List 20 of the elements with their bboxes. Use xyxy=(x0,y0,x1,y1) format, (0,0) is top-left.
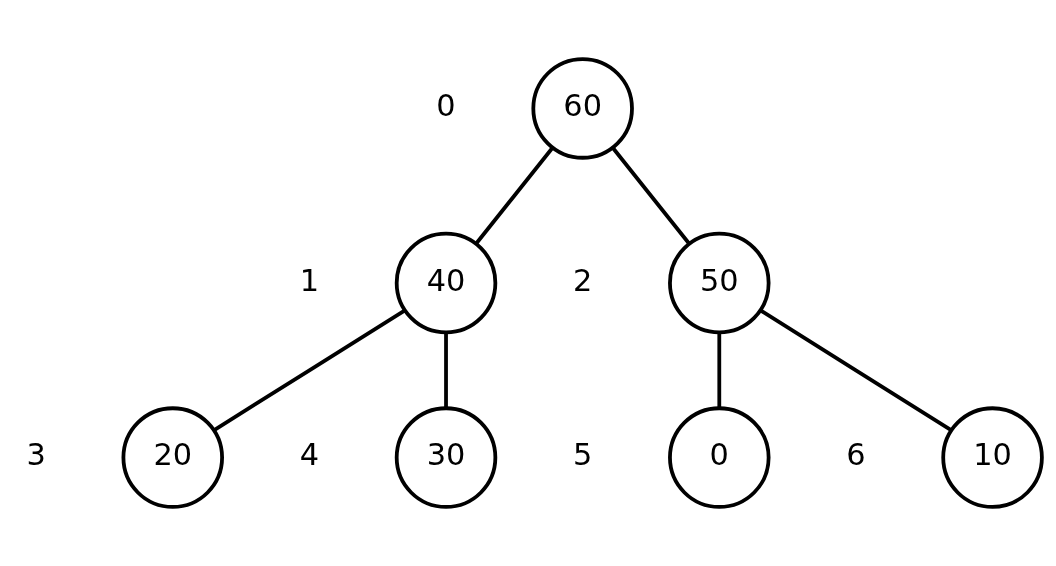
node-circle: 50 xyxy=(668,231,771,335)
connector xyxy=(717,332,722,409)
node-label: 4 xyxy=(299,437,320,473)
node-label: 3 xyxy=(26,437,46,473)
node-circle: 10 xyxy=(941,406,1044,509)
connector xyxy=(759,308,953,432)
node-label: 1 xyxy=(299,262,320,298)
node-label: 0 xyxy=(436,88,456,123)
node-circle: 30 xyxy=(394,406,498,509)
node-circle: 40 xyxy=(394,231,498,335)
node-circle: 20 xyxy=(121,406,224,509)
node-circle: 0 xyxy=(668,406,771,509)
connector xyxy=(474,146,554,245)
node-label: 2 xyxy=(572,262,593,298)
node-label: 6 xyxy=(846,437,866,473)
node-label: 5 xyxy=(572,437,593,473)
node-circle: 60 xyxy=(531,57,634,160)
connector xyxy=(444,332,448,409)
connector xyxy=(213,308,406,432)
connector xyxy=(611,146,691,245)
